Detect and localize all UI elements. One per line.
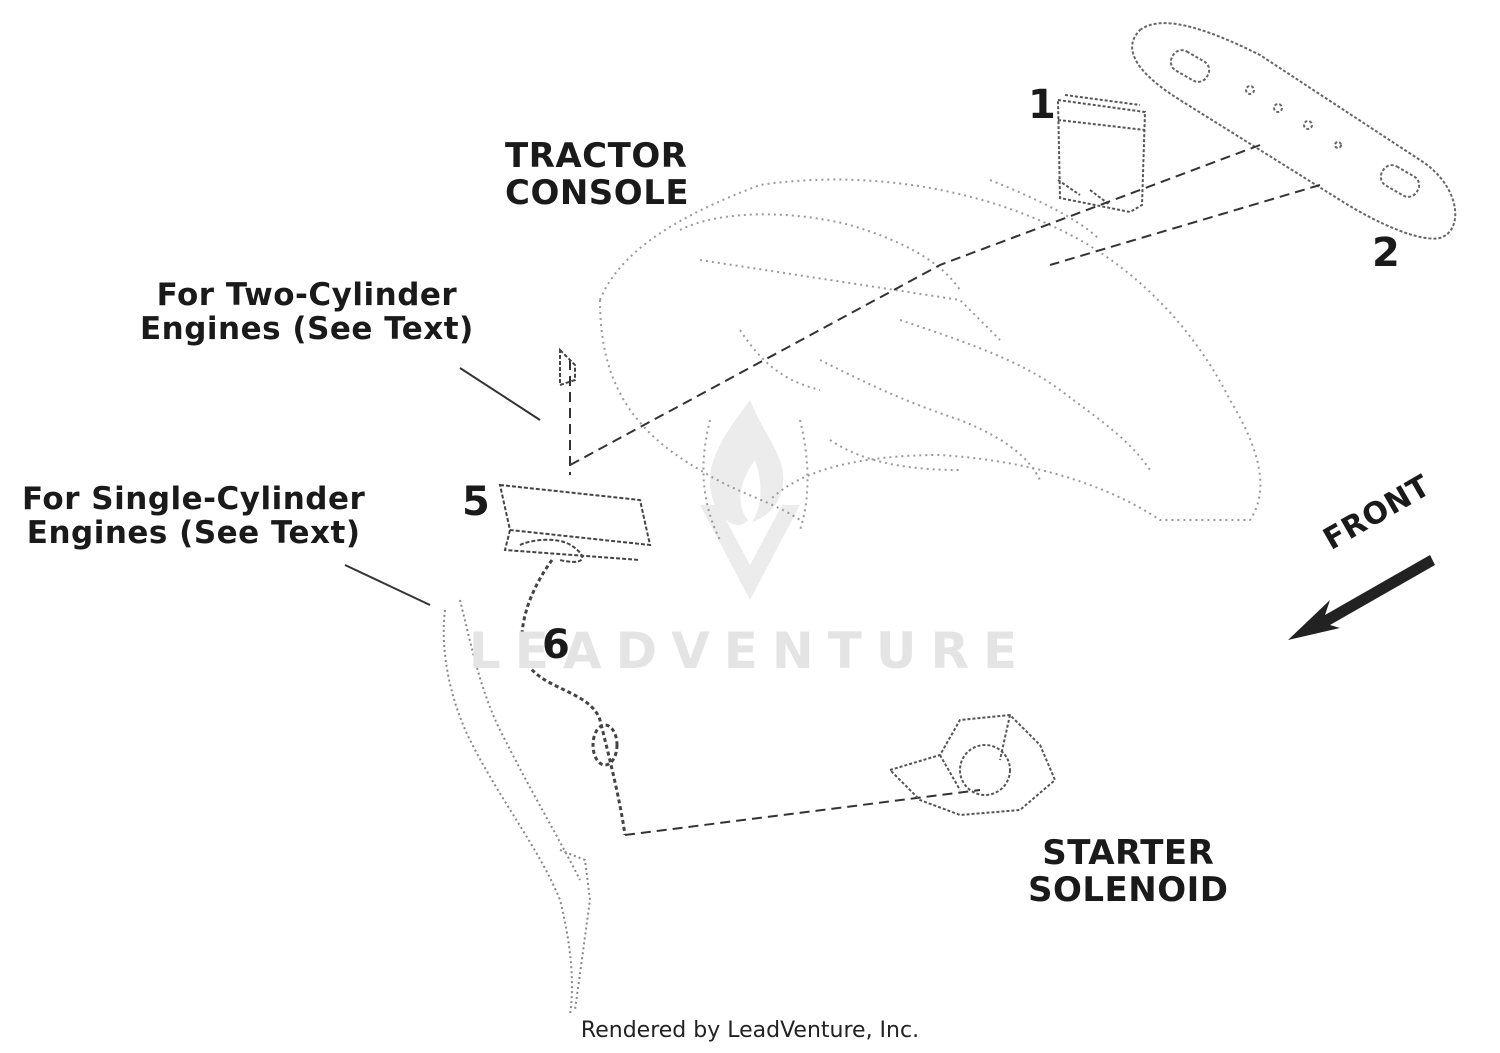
- part-5-bracket: [498, 347, 652, 563]
- two-cylinder-note: For Two-Cylinder Engines (See Text): [140, 277, 474, 348]
- front-arrow: [1288, 555, 1435, 640]
- callout-1: 1: [1028, 82, 1056, 128]
- starter-solenoid-label: STARTER SOLENOID: [1028, 833, 1229, 911]
- engine-outline: [442, 599, 592, 1016]
- callout-2: 2: [1372, 230, 1400, 276]
- callout-6: 6: [542, 622, 570, 668]
- watermark-logo: [700, 400, 800, 600]
- single-cylinder-note: For Single-Cylinder Engines (See Text): [22, 481, 366, 552]
- starter-solenoid-drawing: [888, 713, 1057, 817]
- callout-5: 5: [462, 479, 490, 525]
- tractor-console-label: TRACTOR CONSOLE: [505, 136, 690, 214]
- tractor-console-outline: [599, 178, 1262, 541]
- assembly-lines: [569, 144, 1321, 836]
- part-1-switch: [1056, 94, 1147, 214]
- footer-credit: Rendered by LeadVenture, Inc.: [580, 1018, 920, 1043]
- leader-lines: [344, 367, 541, 606]
- watermark-text: LEADVENTURE: [468, 622, 1032, 680]
- part-2-decal: [1131, 22, 1457, 240]
- part-6-wire: [520, 559, 627, 836]
